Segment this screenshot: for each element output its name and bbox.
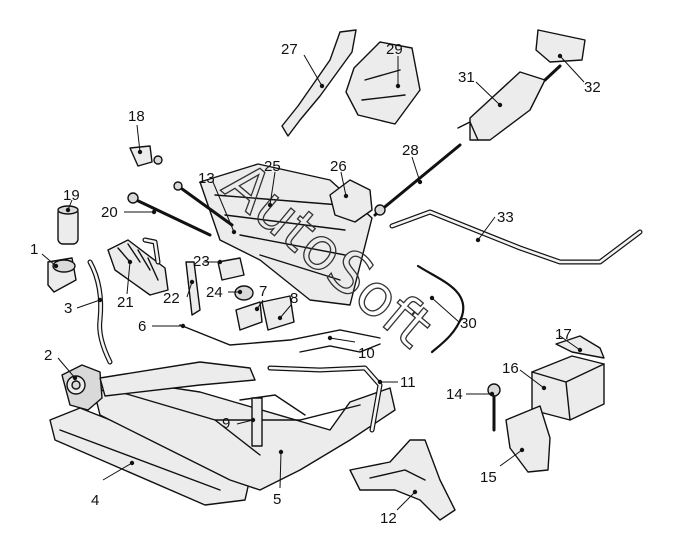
callout-27: 27 bbox=[281, 41, 298, 58]
part-7-mount bbox=[235, 301, 263, 331]
callout-28: 28 bbox=[402, 142, 419, 159]
callout-17: 17 bbox=[555, 326, 572, 343]
part-32-column-bracket bbox=[535, 29, 586, 63]
part-8-mount bbox=[261, 295, 295, 331]
callout-5: 5 bbox=[273, 491, 281, 508]
callout-32: 32 bbox=[584, 79, 601, 96]
part-12-control-arm bbox=[349, 439, 456, 521]
callout-3: 3 bbox=[64, 300, 72, 317]
part-23-clamp bbox=[217, 257, 245, 281]
callout-20: 20 bbox=[101, 204, 118, 221]
part-18-bracket bbox=[129, 145, 153, 167]
callout-33: 33 bbox=[497, 209, 514, 226]
part-26-boot bbox=[329, 179, 373, 223]
callout-6: 6 bbox=[138, 318, 146, 335]
part-28-shaft bbox=[373, 143, 462, 217]
callout-12: 12 bbox=[380, 510, 397, 527]
callout-2: 2 bbox=[44, 347, 52, 364]
part-33-pipe bbox=[389, 209, 643, 265]
part-6-line bbox=[179, 324, 381, 346]
callout-18: 18 bbox=[128, 108, 145, 125]
part-15-bracket bbox=[505, 405, 551, 473]
callout-19: 19 bbox=[63, 187, 80, 204]
part-13-rod bbox=[176, 184, 234, 227]
callout-14: 14 bbox=[446, 386, 463, 403]
part-10-pipe bbox=[299, 343, 381, 353]
callout-13: 13 bbox=[198, 170, 215, 187]
part-steering-rack bbox=[99, 361, 256, 397]
callout-8: 8 bbox=[290, 290, 298, 307]
callout-10: 10 bbox=[358, 345, 375, 362]
part-25-shield bbox=[199, 163, 373, 306]
parts-layer bbox=[47, 29, 643, 521]
callout-30: 30 bbox=[460, 315, 477, 332]
callout-16: 16 bbox=[502, 360, 519, 377]
part-9-bracket bbox=[251, 397, 263, 447]
callout-9: 9 bbox=[222, 415, 230, 432]
part-20-tie-rod bbox=[130, 196, 212, 237]
part-24-bush bbox=[234, 285, 254, 301]
callout-22: 22 bbox=[163, 290, 180, 307]
part-30-hose bbox=[416, 264, 465, 354]
part-29-housing bbox=[345, 41, 421, 125]
leader-dots bbox=[53, 53, 583, 495]
callout-4: 4 bbox=[91, 492, 99, 509]
callout-25: 25 bbox=[264, 158, 281, 175]
callout-15: 15 bbox=[480, 469, 497, 486]
callout-31: 31 bbox=[458, 69, 475, 86]
callout-29: 29 bbox=[386, 41, 403, 58]
callout-7: 7 bbox=[259, 283, 267, 300]
part-22-bracket bbox=[185, 261, 201, 316]
callout-21: 21 bbox=[117, 294, 134, 311]
callout-1: 1 bbox=[30, 241, 38, 258]
callout-23: 23 bbox=[193, 253, 210, 270]
callout-26: 26 bbox=[330, 158, 347, 175]
part-31-steering-column bbox=[469, 71, 546, 141]
part-27-bracket bbox=[281, 29, 357, 137]
callout-11: 11 bbox=[400, 374, 416, 391]
part-21-bellows-boot bbox=[107, 239, 169, 296]
callout-labels: 1 2 3 4 5 6 7 8 9 10 11 12 13 14 15 16 1… bbox=[30, 41, 601, 527]
callout-24: 24 bbox=[206, 284, 223, 301]
